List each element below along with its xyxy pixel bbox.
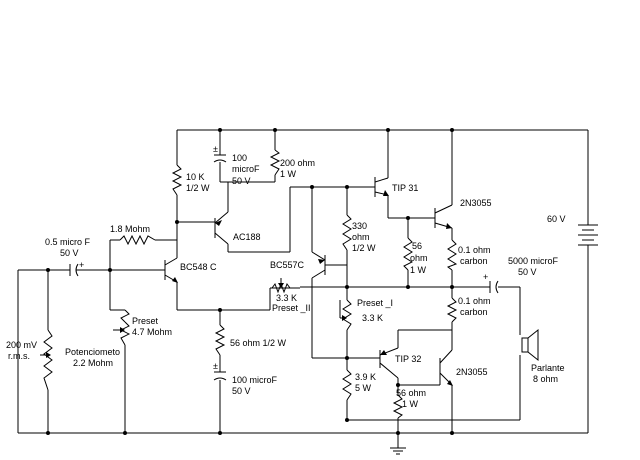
resistor-330 (342, 214, 352, 251)
label-bc557: BC557C (270, 260, 305, 270)
label-tip32: TIP 32 (395, 354, 421, 364)
label-r01a-2: carbon (460, 256, 488, 266)
label-r10k-2: 1/2 W (186, 183, 210, 193)
capacitors: + ± ± + (69, 144, 499, 381)
label-speaker-1: Parlante (531, 363, 565, 373)
capacitor-5000: + (483, 272, 499, 294)
label-r39-2: 5 W (355, 383, 372, 393)
resistor-0-1ohm-a (446, 239, 458, 271)
resistor-3-9k (342, 369, 352, 401)
label-bc548: BC548 C (180, 262, 217, 272)
label-r200-1: 200 ohm (280, 158, 315, 168)
wires (17, 129, 589, 448)
label-presetI-2: 3.3 K (362, 313, 383, 323)
label-c100b-1: 100 microF (232, 375, 278, 385)
label-r200-2: 1 W (280, 169, 297, 179)
transistors (164, 177, 453, 386)
label-r56b-2: 1 W (402, 399, 419, 409)
svg-text:+: + (483, 272, 488, 282)
label-battery: 60 V (547, 214, 566, 224)
label-source-1: 200 mV (6, 340, 37, 350)
label-r39-1: 3.9 K (355, 372, 376, 382)
label-c100a-3: 50 V (232, 176, 251, 186)
potentiometer (43, 329, 53, 391)
label-r33-2: Preset _II (272, 303, 311, 313)
transistor-2n3055-top (434, 204, 453, 229)
label-ac188: AC188 (233, 232, 261, 242)
capacitor-100-b: ± (213, 361, 227, 381)
label-r33-1: 3.3 K (276, 293, 297, 303)
label-preset1-1: Preset (132, 316, 159, 326)
capacitor-input: + (69, 260, 84, 277)
label-r330-1: 330 (352, 221, 367, 231)
label-c100b-2: 50 V (232, 386, 251, 396)
resistor-56-1w (403, 237, 414, 271)
preset-i (342, 299, 352, 331)
label-preset1-2: 4.7 Mohm (132, 327, 172, 337)
transistor-bc557c (311, 251, 347, 279)
label-presetI-1: Preset _I (357, 298, 393, 308)
label-r56c-3: 1 W (410, 265, 427, 275)
junctions (46, 128, 454, 435)
resistors (43, 149, 458, 419)
label-r56b-1: 56 ohm (396, 388, 426, 398)
label-r01b-2: carbon (460, 307, 488, 317)
capacitor-100-a: ± (213, 144, 227, 163)
transistor-tip31 (374, 177, 389, 197)
resistor-56ohm-b (392, 394, 404, 419)
wipers (40, 278, 347, 358)
battery-symbol (578, 224, 598, 246)
svg-text:±: ± (213, 361, 218, 371)
transistor-ac188 (214, 211, 229, 245)
transistor-bc548 (164, 257, 178, 283)
label-r01a-1: 0.1 ohm (458, 245, 491, 255)
resistor-10k (171, 164, 183, 196)
speaker-icon (521, 328, 539, 362)
resistor-0-1ohm-b (446, 297, 458, 323)
label-r56c-1: 56 (412, 241, 422, 251)
resistor-200ohm (269, 149, 281, 176)
label-r330-3: 1/2 W (352, 243, 376, 253)
label-tip31: TIP 31 (392, 183, 418, 193)
label-r10k-1: 10 K (186, 172, 205, 182)
label-c5000-2: 50 V (518, 267, 537, 277)
transistor-tip32 (379, 347, 399, 379)
label-2n3055-bottom: 2N3055 (456, 367, 488, 377)
label-pot-1: Potenciometo (65, 347, 120, 357)
preset-4-7mohm (120, 309, 130, 323)
label-pot-2: 2.2 Mohm (73, 358, 113, 368)
label-source-2: r.m.s. (8, 351, 30, 361)
ground-icon (390, 447, 406, 455)
label-in-cap-2: 50 V (60, 248, 79, 258)
resistor-1-8mohm (119, 234, 156, 246)
transistor-2n3055-bottom (439, 349, 453, 386)
label-c5000-1: 5000 microF (508, 256, 559, 266)
resistor-56ohm-a (214, 324, 226, 356)
label-r18: 1.8 Mohm (110, 224, 150, 234)
label-c100a-2: microF (232, 164, 260, 174)
svg-text:±: ± (213, 144, 218, 154)
label-r330-2: ohm (352, 232, 370, 242)
labels: 0.5 micro F 50 V 200 mV r.m.s. Potenciom… (6, 153, 566, 409)
label-speaker-2: 8 ohm (533, 374, 558, 384)
label-r01b-1: 0.1 ohm (458, 296, 491, 306)
label-2n3055-top: 2N3055 (460, 198, 492, 208)
label-r56c-2: ohm (410, 253, 428, 263)
label-r56a: 56 ohm 1/2 W (230, 338, 287, 348)
svg-text:+: + (79, 260, 84, 270)
label-c100a-1: 100 (232, 153, 247, 163)
label-in-cap-1: 0.5 micro F (45, 237, 91, 247)
